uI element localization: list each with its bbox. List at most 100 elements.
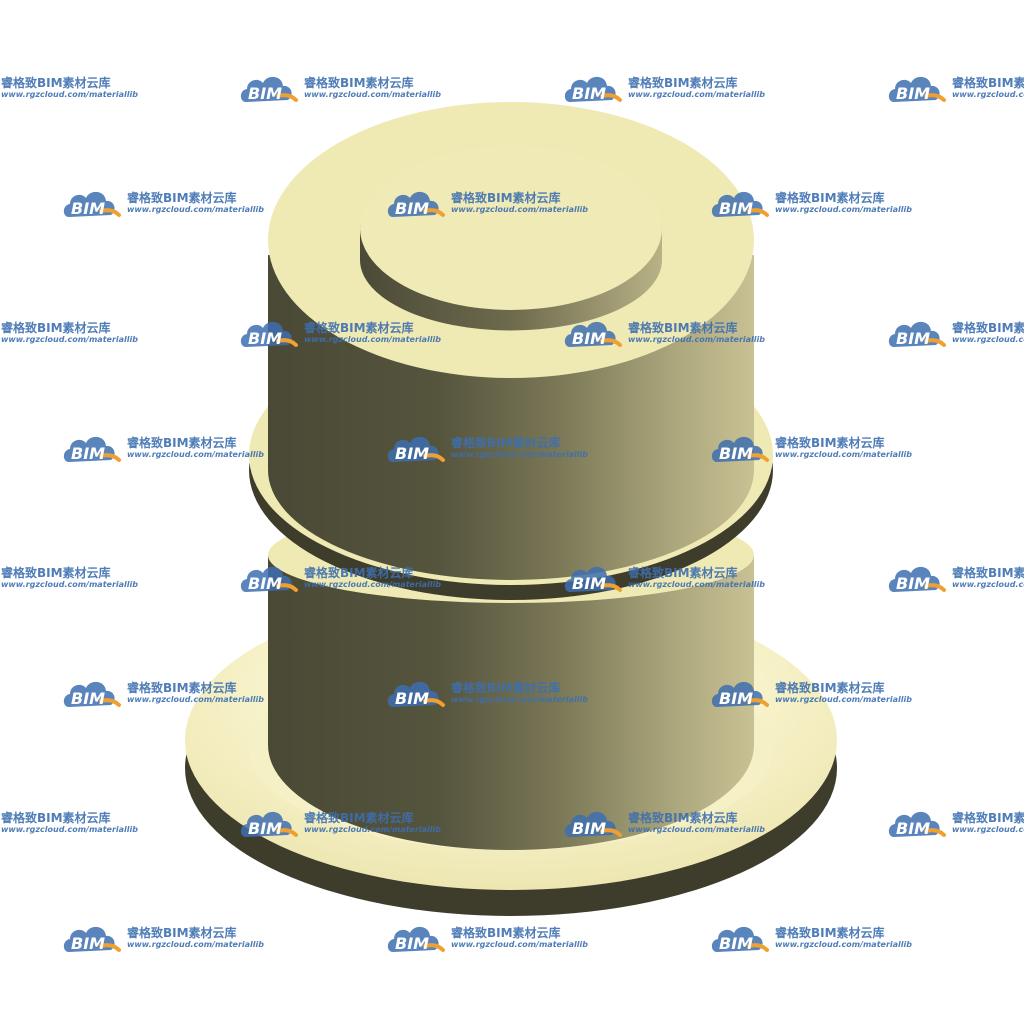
cloud-logo-icon xyxy=(63,681,121,707)
watermark: BIM 睿格致BIM素材云库 www.rgzcloud.com/material… xyxy=(886,315,1024,355)
watermark: BIM 睿格致BIM素材云库 www.rgzcloud.com/material… xyxy=(0,70,138,110)
watermark-url: www.rgzcloud.com/materiallib xyxy=(304,335,441,344)
watermark: BIM 睿格致BIM素材云库 www.rgzcloud.com/material… xyxy=(709,185,912,225)
watermark-brand: 睿格致BIM素材云库 xyxy=(304,811,414,825)
watermark-url: www.rgzcloud.com/materiallib xyxy=(127,940,264,949)
watermark-brand: 睿格致BIM素材云库 xyxy=(127,436,237,450)
watermark-brand: 睿格致BIM素材云库 xyxy=(451,681,561,695)
watermark: BIM 睿格致BIM素材云库 www.rgzcloud.com/material… xyxy=(0,560,138,600)
watermark: BIM 睿格致BIM素材云库 www.rgzcloud.com/material… xyxy=(886,70,1024,110)
watermark-brand: 睿格致BIM素材云库 xyxy=(952,321,1024,335)
watermark-brand: 睿格致BIM素材云库 xyxy=(775,191,885,205)
cloud-logo-icon xyxy=(387,681,445,707)
watermark: BIM 睿格致BIM素材云库 www.rgzcloud.com/material… xyxy=(709,675,912,715)
watermark: BIM 睿格致BIM素材云库 www.rgzcloud.com/material… xyxy=(886,805,1024,845)
cloud-logo-icon xyxy=(564,811,622,837)
watermark: BIM 睿格致BIM素材云库 www.rgzcloud.com/material… xyxy=(61,675,264,715)
watermark-url: www.rgzcloud.com/materiallib xyxy=(451,940,588,949)
watermark-brand: 睿格致BIM素材云库 xyxy=(775,926,885,940)
watermark-url: www.rgzcloud.com/materiallib xyxy=(304,90,441,99)
watermark-url: www.rgzcloud.com/materiallib xyxy=(775,205,912,214)
watermark: BIM 睿格致BIM素材云库 www.rgzcloud.com/material… xyxy=(562,315,765,355)
cloud-logo-icon xyxy=(564,321,622,347)
watermark-logo-text: BIM xyxy=(248,329,283,348)
watermark-logo-text: BIM xyxy=(572,819,607,838)
watermark-brand: 睿格致BIM素材云库 xyxy=(1,76,111,90)
watermark: BIM 睿格致BIM素材云库 www.rgzcloud.com/material… xyxy=(385,920,588,960)
watermark: BIM 睿格致BIM素材云库 www.rgzcloud.com/material… xyxy=(238,315,441,355)
watermark: BIM 睿格致BIM素材云库 www.rgzcloud.com/material… xyxy=(238,805,441,845)
watermark-url: www.rgzcloud.com/materiallib xyxy=(451,695,588,704)
watermark-brand: 睿格致BIM素材云库 xyxy=(127,191,237,205)
watermark-brand: 睿格致BIM素材云库 xyxy=(304,321,414,335)
watermark-logo-text: BIM xyxy=(71,444,106,463)
watermark-brand: 睿格致BIM素材云库 xyxy=(628,811,738,825)
watermark-url: www.rgzcloud.com/materiallib xyxy=(628,335,765,344)
cloud-logo-icon xyxy=(63,436,121,462)
watermark-url: www.rgzcloud.com/materiallib xyxy=(775,450,912,459)
watermark: BIM 睿格致BIM素材云库 www.rgzcloud.com/material… xyxy=(886,560,1024,600)
watermark-url: www.rgzcloud.com/materiallib xyxy=(952,580,1024,589)
watermark-logo-text: BIM xyxy=(71,934,106,953)
watermark-brand: 睿格致BIM素材云库 xyxy=(451,926,561,940)
watermark-brand: 睿格致BIM素材云库 xyxy=(127,926,237,940)
watermark-logo-text: BIM xyxy=(572,329,607,348)
cloud-logo-icon xyxy=(387,436,445,462)
cloud-logo-icon xyxy=(711,926,769,952)
watermark-brand: 睿格致BIM素材云库 xyxy=(451,436,561,450)
watermark-url: www.rgzcloud.com/materiallib xyxy=(127,450,264,459)
watermark-logo-text: BIM xyxy=(248,574,283,593)
watermark-logo-text: BIM xyxy=(896,84,931,103)
watermark: BIM 睿格致BIM素材云库 www.rgzcloud.com/material… xyxy=(562,70,765,110)
watermark-url: www.rgzcloud.com/materiallib xyxy=(127,205,264,214)
watermark: BIM 睿格致BIM素材云库 www.rgzcloud.com/material… xyxy=(385,185,588,225)
watermark: BIM 睿格致BIM素材云库 www.rgzcloud.com/material… xyxy=(61,920,264,960)
cloud-logo-icon xyxy=(564,76,622,102)
watermark-logo-text: BIM xyxy=(71,199,106,218)
cloud-logo-icon xyxy=(240,811,298,837)
watermark-url: www.rgzcloud.com/materiallib xyxy=(1,580,138,589)
watermark-brand: 睿格致BIM素材云库 xyxy=(628,76,738,90)
watermark-brand: 睿格致BIM素材云库 xyxy=(304,566,414,580)
watermark-brand: 睿格致BIM素材云库 xyxy=(775,681,885,695)
watermark-url: www.rgzcloud.com/materiallib xyxy=(775,940,912,949)
watermark-url: www.rgzcloud.com/materiallib xyxy=(628,580,765,589)
watermark-brand: 睿格致BIM素材云库 xyxy=(628,566,738,580)
cloud-logo-icon xyxy=(888,811,946,837)
cloud-logo-icon xyxy=(888,76,946,102)
watermark: BIM 睿格致BIM素材云库 www.rgzcloud.com/material… xyxy=(61,185,264,225)
watermark-logo-text: BIM xyxy=(719,689,754,708)
watermark-url: www.rgzcloud.com/materiallib xyxy=(952,90,1024,99)
watermark-brand: 睿格致BIM素材云库 xyxy=(1,321,111,335)
watermark-url: www.rgzcloud.com/materiallib xyxy=(628,825,765,834)
cloud-logo-icon xyxy=(711,191,769,217)
cloud-logo-icon xyxy=(888,566,946,592)
watermark-logo-text: BIM xyxy=(719,934,754,953)
watermark-brand: 睿格致BIM素材云库 xyxy=(304,76,414,90)
cloud-logo-icon xyxy=(564,566,622,592)
cloud-logo-icon xyxy=(240,321,298,347)
watermark-logo-text: BIM xyxy=(395,934,430,953)
watermark-brand: 睿格致BIM素材云库 xyxy=(1,811,111,825)
top-boss xyxy=(360,146,662,331)
watermark-url: www.rgzcloud.com/materiallib xyxy=(775,695,912,704)
watermark-url: www.rgzcloud.com/materiallib xyxy=(952,335,1024,344)
cloud-logo-icon xyxy=(387,926,445,952)
cloud-logo-icon xyxy=(387,191,445,217)
watermark: BIM 睿格致BIM素材云库 www.rgzcloud.com/material… xyxy=(385,675,588,715)
watermark: BIM 睿格致BIM素材云库 www.rgzcloud.com/material… xyxy=(709,430,912,470)
watermark-logo-text: BIM xyxy=(248,84,283,103)
watermark-url: www.rgzcloud.com/materiallib xyxy=(304,580,441,589)
watermark-logo-text: BIM xyxy=(896,329,931,348)
watermark-brand: 睿格致BIM素材云库 xyxy=(952,811,1024,825)
watermark-logo-text: BIM xyxy=(572,574,607,593)
watermark: BIM 睿格致BIM素材云库 www.rgzcloud.com/material… xyxy=(709,920,912,960)
watermark-brand: 睿格致BIM素材云库 xyxy=(1,566,111,580)
cloud-logo-icon xyxy=(888,321,946,347)
watermark-url: www.rgzcloud.com/materiallib xyxy=(451,205,588,214)
cloud-logo-icon xyxy=(63,926,121,952)
watermark-url: www.rgzcloud.com/materiallib xyxy=(451,450,588,459)
cloud-logo-icon xyxy=(240,76,298,102)
watermark-url: www.rgzcloud.com/materiallib xyxy=(1,335,138,344)
